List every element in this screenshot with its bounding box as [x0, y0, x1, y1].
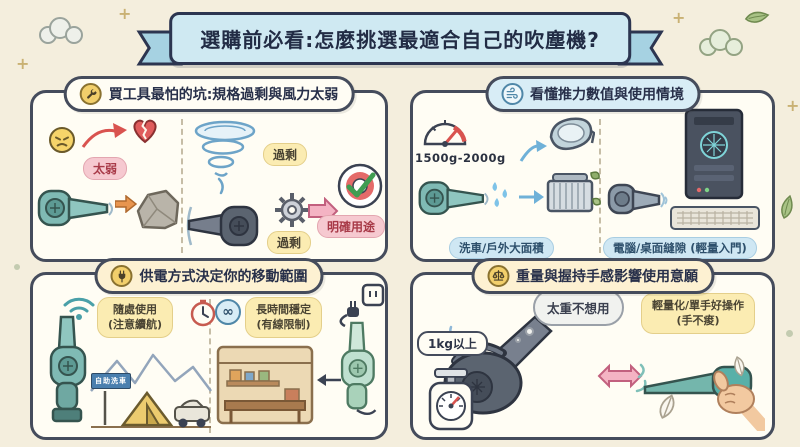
sparkle-icon: +: [118, 4, 132, 23]
leaf-icon: [744, 11, 770, 23]
pitfall-divider: [181, 119, 183, 253]
infinity-icon: ∞: [215, 299, 241, 325]
blower-icon: [37, 189, 113, 227]
tornado-icon: [194, 120, 256, 195]
cordless-badge-line2: (注意續航): [108, 318, 163, 332]
arrow-right-icon: [115, 195, 137, 213]
panel-thrust-title-pill: 看懂推力數值與使用情境: [485, 76, 700, 112]
broken-heart-icon: [133, 119, 157, 144]
wrench-icon: [79, 83, 102, 105]
deco-dot: [14, 264, 20, 270]
bubble-dot: [515, 337, 521, 343]
sad-face-icon: [49, 127, 75, 153]
leaf-icon: [781, 194, 793, 219]
keyboard-icon: [670, 206, 760, 230]
light-use-badge: 電腦/桌面縫隙 (輕量入門): [603, 237, 757, 259]
rock-icon: [136, 189, 180, 230]
target-check-icon: [337, 163, 383, 209]
wifi-icon: [63, 297, 95, 320]
cordless-blower-icon: [49, 315, 87, 423]
gear-icon: [275, 193, 309, 227]
corded-badge-line1: 長時間穩定: [256, 303, 311, 316]
lightweight-badge-line2: (手不痠): [676, 314, 720, 328]
deco-dot: [786, 330, 793, 337]
panel-pitfall: 買工具最怕的坑:規格過剩與風力太弱 太弱: [30, 76, 388, 262]
corded-badge: 長時間穩定 (有線限制): [245, 297, 322, 338]
banner: 選購前必看:怎麼挑選最適合自己的吹塵機?: [136, 12, 664, 66]
plug-icon: [110, 265, 133, 287]
garage-scene-art: [216, 345, 314, 425]
blower-icon: [186, 205, 259, 247]
arrow-up-icon: [519, 140, 547, 162]
blower-icon: [418, 181, 489, 216]
excess-badge: 過剩: [267, 231, 312, 254]
panel-power-title-pill: 供電方式決定你的移動範圍: [94, 258, 324, 294]
hand-holding-blower-icon: [635, 363, 765, 431]
kitchen-scale-icon: [428, 368, 474, 431]
corded-badge-line2: (有線限制): [256, 318, 311, 332]
computer-tower-icon: [684, 108, 744, 200]
carwash-sign: 自助洗車: [91, 373, 131, 389]
clock-icon: [190, 299, 216, 327]
blower-icon: [607, 183, 668, 215]
too-heavy-bubble: 太重不想用: [533, 289, 624, 326]
panel-pitfall-title: 買工具最怕的坑:規格過剩與風力太弱: [108, 87, 339, 103]
excess-badge: 過剩: [263, 143, 308, 166]
weight-value-badge: 1kg以上: [417, 331, 488, 356]
banner-title: 選購前必看:怎麼挑選最適合自己的吹塵機?: [169, 12, 631, 65]
arrow-right-icon: [519, 190, 544, 204]
panel-power-title: 供電方式決定你的移動範圍: [139, 269, 308, 285]
panel-weight: 重量與握持手感影響使用意願 太重不想用 1kg以上 輕量化/: [410, 258, 775, 440]
car-mirror-icon: [549, 117, 595, 151]
cloud-puff-icon: [699, 29, 743, 56]
panel-weight-title: 重量與握持手感影響使用意願: [516, 269, 698, 285]
sparkle-icon: +: [672, 8, 686, 27]
wind-icon: [501, 83, 523, 105]
clear-purpose-badge: 明確用途: [317, 215, 386, 238]
plug-outlet-icon: [339, 283, 385, 327]
scale-icon: [487, 265, 509, 287]
arrow-up-icon: [81, 123, 127, 148]
lightweight-badge-line1: 輕量化/單手好操作: [652, 299, 745, 312]
arrow-left-icon: [317, 374, 341, 386]
panel-thrust-title: 看懂推力數值與使用情境: [530, 87, 684, 103]
panel-thrust: 看懂推力數值與使用情境 1500g-2000g: [410, 76, 775, 262]
thrust-range-label: 1500g-2000g: [415, 151, 506, 165]
sparkle-icon: +: [16, 54, 30, 73]
sparkle-icon: +: [786, 96, 800, 115]
bubble-dot: [525, 327, 534, 336]
heavy-use-badge: 洗車/戶外大面積: [449, 237, 554, 259]
cordless-badge-line1: 隨處使用: [113, 303, 158, 316]
thrust-divider: [599, 119, 601, 253]
gauge-icon: [423, 120, 467, 147]
lightweight-badge: 輕量化/單手好操作 (手不痠): [641, 293, 756, 334]
cloud-puff-icon: [39, 17, 83, 44]
water-drops-icon: [492, 182, 507, 207]
camp-scene-art: [90, 353, 212, 428]
camp-scene: 自助洗車: [89, 345, 213, 435]
feather-icon: [734, 356, 745, 377]
radiator-icon: [546, 171, 601, 213]
too-weak-badge: 太弱: [83, 157, 128, 180]
panel-power: 供電方式決定你的移動範圍 隨處使用 (注意續航): [30, 258, 388, 440]
panel-pitfall-title-pill: 買工具最怕的坑:規格過剩與風力太弱: [63, 76, 355, 112]
corded-blower-icon: [340, 321, 377, 416]
panel-weight-title-pill: 重量與握持手感影響使用意願: [471, 258, 714, 294]
cordless-badge: 隨處使用 (注意續航): [97, 297, 174, 338]
feather-icon: [659, 394, 675, 419]
power-divider: [209, 299, 211, 433]
